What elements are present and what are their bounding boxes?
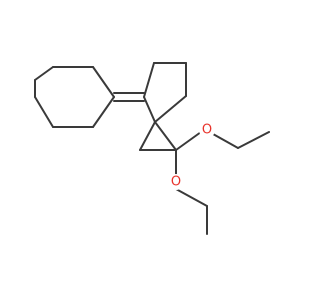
cyclobutane-ring <box>143 62 187 123</box>
bond-ring1-a <box>34 66 54 81</box>
bond-o2-ch2 <box>175 188 208 207</box>
atom-label-o2: O <box>171 175 181 190</box>
bond-ring1-d <box>92 96 115 128</box>
oxygen-atom-upper: O <box>199 122 215 138</box>
bond-ring2-a <box>143 62 155 98</box>
bond-ring1-f <box>34 96 54 128</box>
bond-ring1-c <box>92 66 115 98</box>
bond-ring2-e <box>143 96 156 123</box>
ethoxy-group-upper <box>175 131 270 151</box>
atom-label-o1: O <box>202 123 212 138</box>
bond-ring3-c <box>154 121 177 151</box>
oxygen-atom-lower: O <box>168 174 184 190</box>
bond-c-o1 <box>175 131 202 151</box>
cyclohexane-ring <box>34 66 115 128</box>
bond-ch2-ch3-upper <box>237 131 270 149</box>
bond-ring2-d <box>154 95 187 123</box>
bond-o1-ch2 <box>212 133 239 149</box>
ethoxy-group-lower <box>175 149 208 235</box>
bond-ring3-a <box>139 121 156 151</box>
exocyclic-double-bond <box>113 92 145 102</box>
molecule-structure-diagram: O O <box>34 62 270 235</box>
cyclopropane-ring <box>139 121 177 151</box>
